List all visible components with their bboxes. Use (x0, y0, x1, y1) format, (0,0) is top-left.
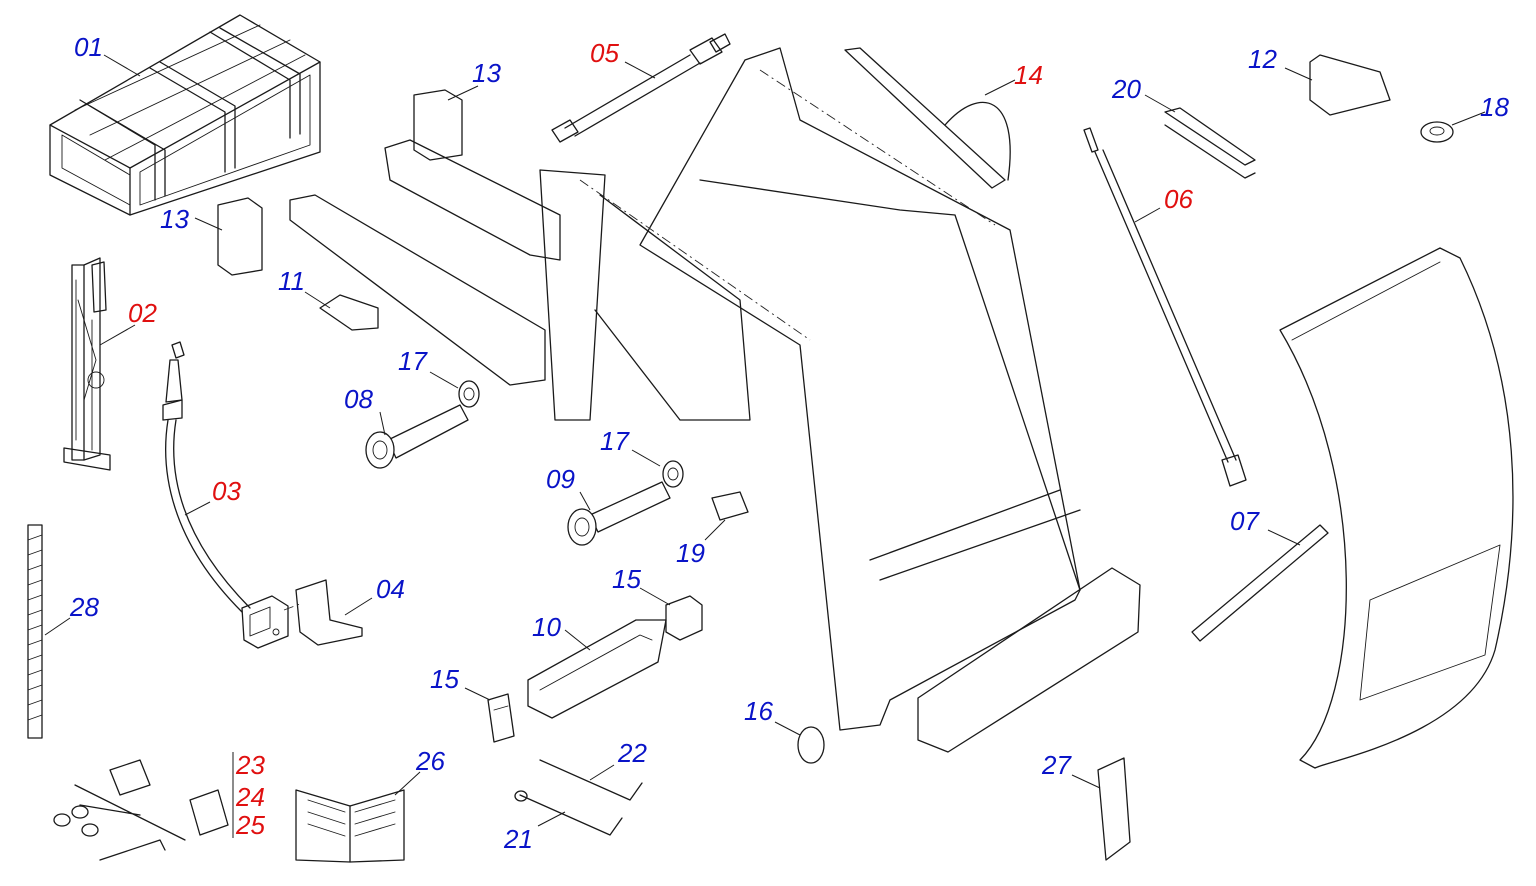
part-26-manual (295, 789, 405, 863)
part-loader-arm-left (289, 139, 751, 421)
label-16: 16 (744, 696, 773, 726)
part-10-plate (527, 619, 667, 719)
part-27-bracket (1097, 757, 1131, 861)
part-21-wrench (514, 790, 623, 836)
label-01: 01 (74, 32, 103, 62)
part-13-bracket-upper (413, 89, 463, 161)
label-20: 20 (1111, 74, 1141, 104)
label-17-lower: 17 (600, 426, 630, 456)
label-10: 10 (532, 612, 561, 642)
label-03: 03 (212, 476, 241, 506)
part-05-hydraulic-tube (551, 33, 731, 143)
part-12-bracket (1309, 54, 1391, 116)
label-06: 06 (1164, 184, 1193, 214)
part-07-rod (1191, 524, 1329, 642)
part-08-pin (365, 404, 469, 469)
part-20-bracket (1164, 107, 1256, 179)
part-09-pin (567, 481, 671, 546)
part-mounting-plate (917, 567, 1141, 753)
label-07: 07 (1230, 506, 1260, 536)
label-05: 05 (590, 38, 619, 68)
label-25: 25 (235, 810, 265, 840)
part-19-clip (711, 491, 749, 521)
part-04-switch-bracket (241, 579, 363, 649)
label-26: 26 (415, 746, 445, 776)
part-23-25-hardware-kit (53, 752, 234, 861)
part-13-bracket-lower (217, 197, 263, 276)
part-main-frame (579, 47, 1081, 731)
part-02-jack-stand (63, 257, 111, 471)
label-23: 23 (235, 750, 265, 780)
part-11-bracket (319, 294, 379, 331)
label-15-upper: 15 (612, 564, 641, 594)
label-17-upper: 17 (398, 346, 428, 376)
label-11: 11 (278, 266, 305, 296)
part-03-control-cable (162, 341, 251, 613)
part-14-cylinder (844, 47, 1011, 189)
label-18: 18 (1480, 92, 1509, 122)
label-14: 14 (1014, 60, 1043, 90)
label-04: 04 (376, 574, 405, 604)
label-09: 09 (546, 464, 575, 494)
part-17-nut-lower (662, 460, 684, 488)
label-08: 08 (344, 384, 373, 414)
leader-lines (44, 54, 1486, 827)
label-22: 22 (617, 738, 647, 768)
label-28: 28 (69, 592, 99, 622)
part-28-spring (27, 524, 43, 739)
label-02: 02 (128, 298, 157, 328)
part-18-washer (1420, 121, 1454, 143)
part-01-crate (49, 14, 321, 216)
part-22-wrench (539, 759, 643, 801)
label-15-lower: 15 (430, 664, 459, 694)
label-13-lower: 13 (160, 204, 189, 234)
label-19: 19 (676, 538, 705, 568)
part-06-long-tube (1083, 127, 1247, 487)
label-12: 12 (1248, 44, 1277, 74)
part-17-nut-upper (458, 380, 480, 408)
part-15-bracket-lower (487, 693, 515, 743)
label-27: 27 (1041, 750, 1072, 780)
part-16-washer (797, 726, 825, 764)
label-24: 24 (235, 782, 265, 812)
part-guard-grille (1279, 247, 1514, 769)
label-13-upper: 13 (472, 58, 501, 88)
label-21: 21 (503, 824, 533, 854)
part-labels: 01 02 03 04 05 06 07 08 09 10 11 12 13 1… (69, 32, 1509, 854)
part-15-bracket-upper (665, 595, 703, 641)
